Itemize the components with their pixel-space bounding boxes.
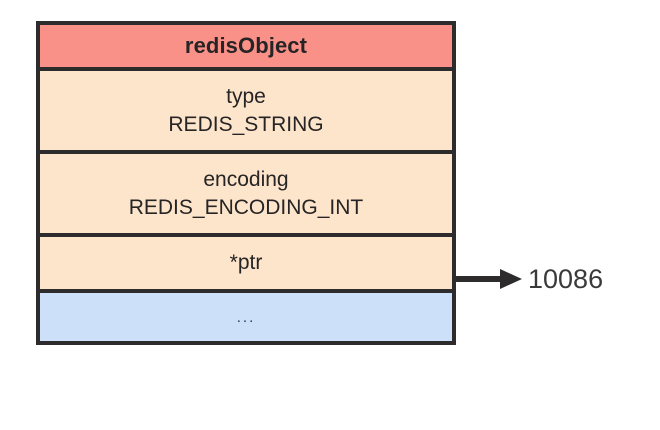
redis-object-struct-box: redisObject type REDIS_STRING encoding R… bbox=[36, 21, 456, 345]
struct-header-label: redisObject bbox=[184, 33, 308, 58]
struct-field-row-ptr: *ptr bbox=[40, 237, 452, 293]
field-name-ptr: *ptr bbox=[229, 251, 263, 274]
field-value-encoding: REDIS_ENCODING_INT bbox=[128, 195, 364, 219]
field-value-type: REDIS_STRING bbox=[168, 112, 324, 136]
struct-header-row: redisObject bbox=[40, 25, 452, 71]
field-name-encoding: encoding bbox=[203, 167, 289, 191]
struct-field-row-type: type REDIS_STRING bbox=[40, 71, 452, 154]
pointer-target-value: 10086 bbox=[528, 264, 604, 294]
arrow-head bbox=[500, 269, 522, 289]
ellipsis-label: ... bbox=[236, 308, 256, 326]
struct-field-row-encoding: encoding REDIS_ENCODING_INT bbox=[40, 154, 452, 237]
pointer-arrow-icon bbox=[456, 269, 528, 289]
arrow-shaft bbox=[456, 276, 504, 282]
struct-ellipsis-row: ... bbox=[40, 293, 452, 341]
field-name-type: type bbox=[226, 84, 266, 108]
